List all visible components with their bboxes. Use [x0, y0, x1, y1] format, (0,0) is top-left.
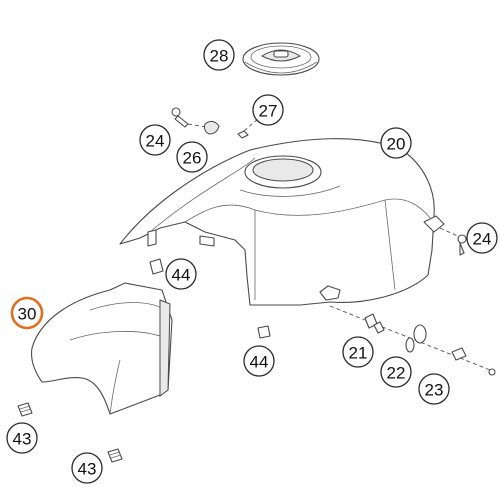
callout-c24a: 24 — [139, 124, 171, 156]
spring-right — [107, 448, 123, 463]
callout-circle — [342, 336, 374, 368]
tank-front-cover — [31, 282, 173, 415]
callout-c43b: 43 — [71, 452, 103, 484]
fuel-cap — [242, 42, 320, 76]
callout-number: 30 — [18, 305, 37, 324]
callout-number: 26 — [183, 149, 202, 168]
callout-circle — [380, 127, 412, 159]
callout-circle — [252, 94, 284, 126]
fuel-tank — [119, 138, 467, 306]
callout-c27: 27 — [252, 94, 284, 126]
callout-c23: 23 — [418, 373, 450, 405]
clip-lower — [257, 325, 271, 339]
callout-c26: 26 — [176, 141, 208, 173]
callout-c44a: 44 — [165, 258, 197, 290]
fasteners-top — [171, 107, 259, 139]
callout-circle — [165, 258, 197, 290]
callout-circle — [243, 345, 275, 377]
callout-circle — [71, 452, 103, 484]
callout-circle — [203, 39, 235, 71]
callout-number: 43 — [13, 430, 32, 449]
callout-number: 43 — [78, 460, 97, 479]
callouts: 28 27 24 26 20 24 44 30 44 21 22 23 43 43 — [6, 39, 498, 484]
callout-number: 24 — [473, 230, 492, 249]
callout-circle — [176, 141, 208, 173]
callout-circle — [6, 422, 38, 454]
spring-left — [17, 402, 33, 417]
callout-number: 44 — [172, 266, 191, 285]
callout-c28: 28 — [203, 39, 235, 71]
callout-number: 44 — [250, 353, 269, 372]
callout-c24b: 24 — [466, 222, 498, 254]
callout-circle — [380, 356, 412, 388]
callout-c44b: 44 — [243, 345, 275, 377]
callout-number: 22 — [387, 364, 406, 383]
bolt-set — [329, 305, 496, 376]
callout-circle — [10, 296, 44, 330]
callout-number: 21 — [349, 344, 368, 363]
callout-c43a: 43 — [6, 422, 38, 454]
callout-number: 27 — [259, 102, 278, 121]
callout-c20: 20 — [380, 127, 412, 159]
callout-circle — [418, 373, 450, 405]
callout-number: 20 — [387, 135, 406, 154]
callout-number: 23 — [425, 381, 444, 400]
callout-c21: 21 — [342, 336, 374, 368]
clip-upper — [149, 258, 164, 275]
callout-circle — [466, 222, 498, 254]
callout-c22: 22 — [380, 356, 412, 388]
callout-number: 24 — [146, 132, 165, 151]
callout-c30: 30 — [10, 296, 44, 330]
callout-number: 28 — [210, 47, 229, 66]
callout-circle — [139, 124, 171, 156]
